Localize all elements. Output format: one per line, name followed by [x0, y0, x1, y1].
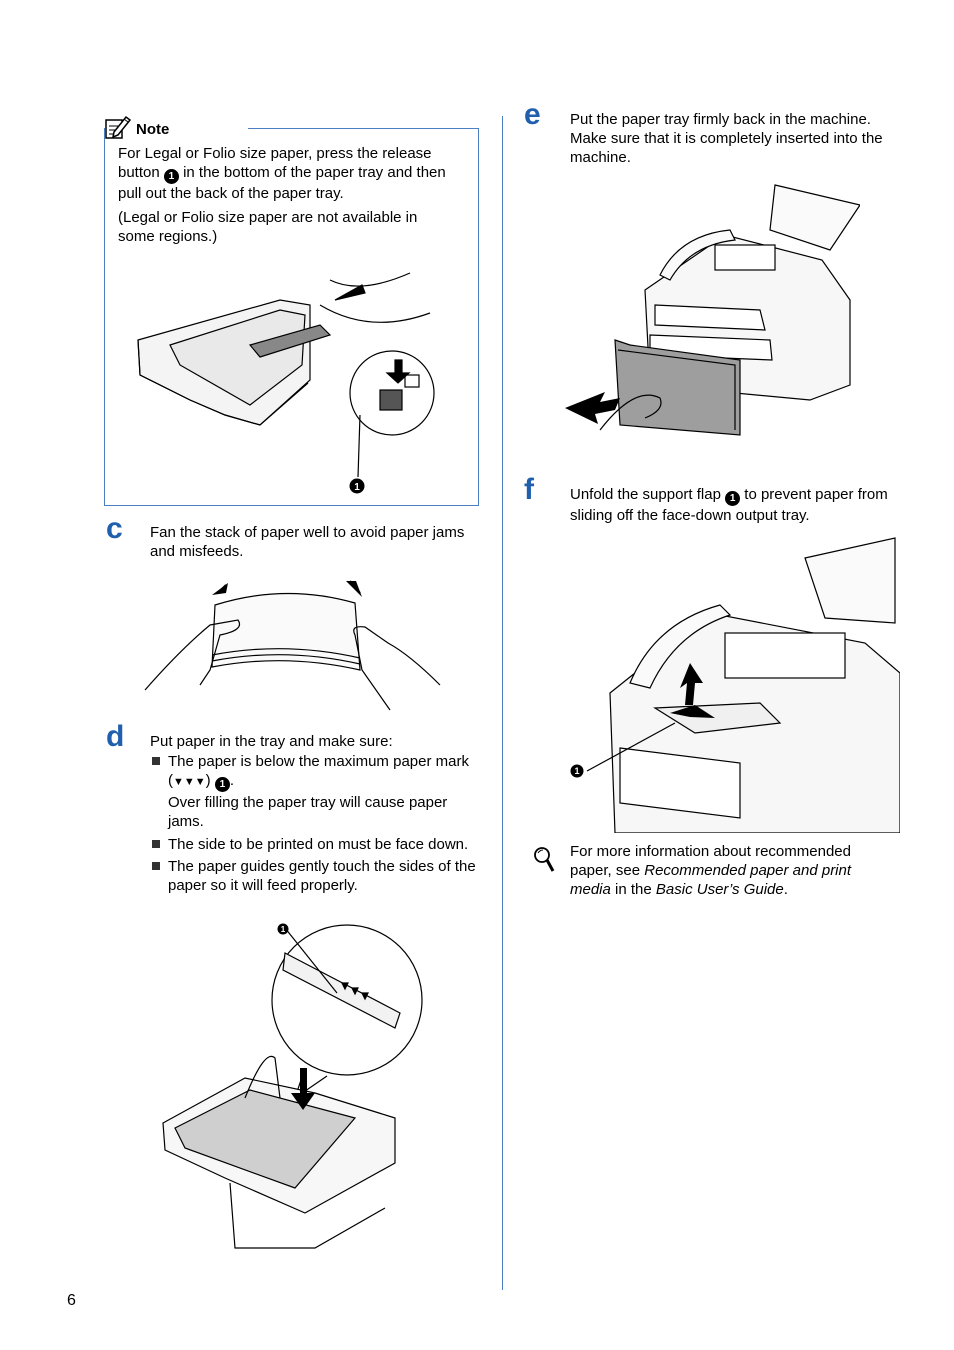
bullet-square: [152, 840, 160, 848]
step-e-text: Put the paper tray firmly back in the ma…: [570, 111, 883, 166]
tip-text-a: For more information about recommended p…: [570, 843, 851, 879]
paper-in-tray-illustration: 1: [162, 923, 423, 1249]
max-paper-mark: ▼▼▼: [173, 776, 206, 788]
step-d-bullet-1-c: .: [229, 772, 235, 789]
tip-text-c: .: [783, 881, 788, 898]
step-c-text: Fan the stack of paper well to avoid pap…: [150, 524, 465, 560]
step-e-letter: e: [524, 98, 541, 131]
step-d-bullet-3: The paper guides gently touch the sides …: [168, 858, 476, 894]
bullet-square: [152, 862, 160, 870]
tray-callout-label: 1: [354, 482, 360, 493]
step-f-text: Unfold the support flap 1 to prevent pap…: [570, 485, 910, 525]
note-paragraph-1: For Legal or Folio size paper, press the…: [118, 144, 470, 203]
tip-link-basic-users-guide: Basic User’s Guide: [655, 881, 784, 898]
tray-mark-callout-label: 1: [281, 925, 286, 934]
note-title: Note: [136, 121, 170, 138]
note-box: [104, 128, 479, 506]
step-f-text-b: to prevent paper from sliding off the fa…: [570, 486, 888, 524]
callout-1-badge: 1: [214, 777, 230, 792]
bullet-square: [152, 757, 160, 765]
tip-link-recommended-paper: Recommended paper and print media: [570, 862, 852, 898]
step-d-bullet-1-sub: Over filling the paper tray will cause p…: [168, 794, 448, 830]
step-f-text-a: Unfold the support flap: [570, 486, 721, 503]
note-paragraph-2: (Legal or Folio size paper are not avail…: [118, 209, 418, 245]
support-flap-illustration: 1: [570, 537, 900, 833]
step-d-bullet-2: The side to be printed on must be face d…: [168, 836, 469, 853]
step-d-intro: Put paper in the tray and make sure:: [150, 733, 393, 750]
paper-tray-release-illustration: 1: [137, 272, 435, 494]
step-d-bullet-1: The paper is below the maximum paper mar…: [168, 752, 478, 792]
magnifier-icon: [534, 847, 555, 872]
tip-text-b: in the: [615, 881, 652, 898]
step-c-letter: c: [106, 512, 123, 545]
note-paragraph-1-a: For Legal or Folio size paper, press the…: [118, 145, 432, 181]
page-number: 6: [67, 1292, 76, 1309]
column-divider: [502, 116, 503, 1290]
callout-1-badge: 1: [725, 491, 741, 506]
step-f-letter: f: [524, 473, 534, 506]
note-top-rule: [248, 128, 479, 129]
note-paragraph-1-b: in the bottom of the paper tray and then…: [118, 164, 446, 202]
tip-text: For more information about recommended p…: [570, 842, 890, 899]
insert-tray-illustration: [565, 184, 860, 436]
step-d-bullet-1-b: ): [205, 772, 211, 789]
flap-callout-label: 1: [574, 766, 579, 776]
note-pencil-icon: [105, 115, 132, 139]
callout-1-badge: 1: [163, 169, 179, 184]
step-d-letter: d: [106, 720, 125, 753]
fan-paper-illustration: [144, 580, 441, 711]
step-d-bullet-1-a: The paper is below the maximum paper mar…: [168, 753, 469, 789]
